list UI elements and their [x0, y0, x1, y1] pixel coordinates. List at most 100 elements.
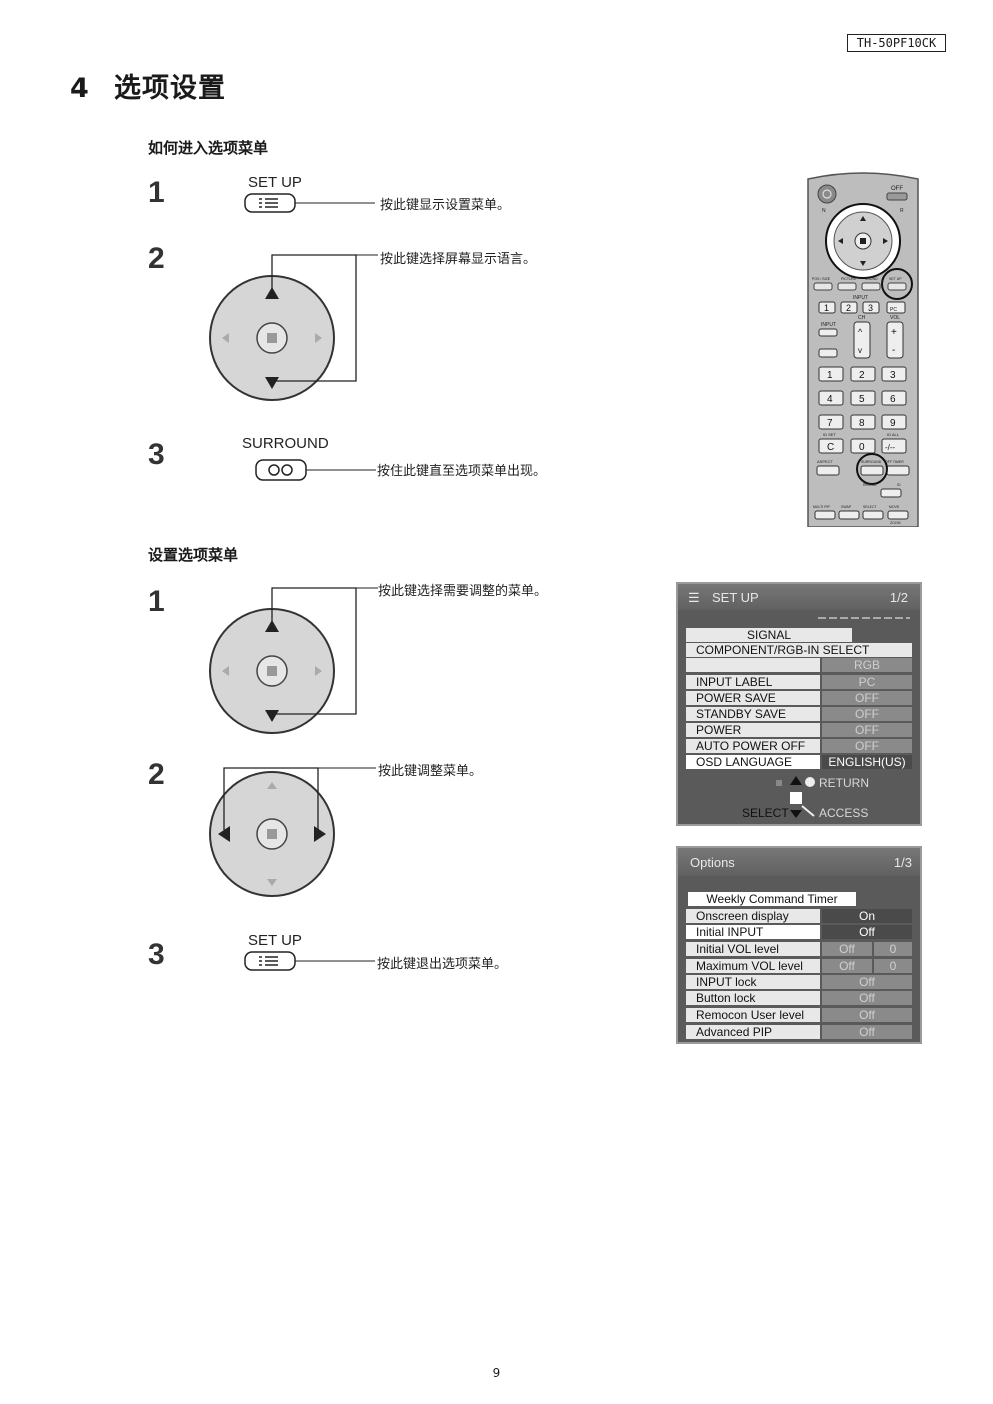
svg-text:1: 1	[827, 370, 833, 381]
setup-row-input-label[interactable]: INPUT LABEL PC	[686, 675, 912, 689]
svg-text:9: 9	[890, 418, 896, 429]
remote-input-top-label: INPUT	[853, 295, 868, 301]
dpad-left-right-icon	[209, 767, 376, 897]
section2-step2-desc: 按此键调整菜单。	[378, 764, 483, 779]
svg-text:5: 5	[859, 394, 865, 405]
model-number-box: TH-50PF10CK	[847, 34, 946, 52]
options-row-input-lock[interactable]: INPUT lock Off	[686, 975, 912, 989]
options-tab-weekly-timer[interactable]: Weekly Command Timer	[688, 892, 856, 906]
section1-step2-number: 2	[148, 242, 165, 275]
options-menu-screen: Options 1/3 Weekly Command Timer Onscree…	[676, 846, 922, 1044]
options-row-advanced-pip[interactable]: Advanced PIP Off	[686, 1025, 912, 1039]
setup-button-label: SET UP	[248, 174, 302, 191]
setup-component-value-row[interactable]: RGB	[686, 658, 912, 672]
options-menu-title: Options	[690, 855, 735, 870]
setup-row-osd-language[interactable]: OSD LANGUAGE ENGLISH(US)	[686, 755, 912, 769]
svg-text:PC: PC	[890, 307, 897, 313]
options-row-maximum-vol[interactable]: Maximum VOL level Off 0	[686, 959, 912, 973]
svg-text:MOVE: MOVE	[889, 505, 900, 509]
setup-nav-hint: RETURN SELECT ACCESS	[742, 776, 869, 820]
surround-button-label: SURROUND	[242, 435, 329, 452]
svg-text:-/--: -/--	[885, 443, 896, 452]
setup-row-standby-save[interactable]: STANDBY SAVE OFF	[686, 707, 912, 721]
options-row-remocon-user-level[interactable]: Remocon User level Off	[686, 1008, 912, 1022]
menu-list-icon: ☰	[688, 590, 700, 605]
remote-off-label: OFF	[891, 186, 903, 192]
svg-text:ASPECT: ASPECT	[817, 459, 834, 464]
svg-text:ID ALL: ID ALL	[887, 432, 900, 437]
page-number: 9	[492, 1366, 501, 1380]
svg-text:RECALL: RECALL	[863, 483, 877, 487]
setup-button-label-2: SET UP	[248, 932, 302, 949]
return-label: RETURN	[819, 776, 869, 790]
svg-text:8: 8	[859, 418, 865, 429]
svg-text:ID SET: ID SET	[823, 432, 836, 437]
svg-text:ID: ID	[897, 483, 901, 487]
setup-button-icon	[244, 193, 375, 213]
svg-text:0: 0	[859, 442, 865, 453]
chapter-title: 选项设置	[114, 73, 226, 104]
svg-text:4: 4	[827, 394, 833, 405]
chapter-heading: 4 选项设置	[70, 66, 226, 105]
section1-step3-desc: 按住此键直至选项菜单出现。	[377, 464, 547, 479]
remote-setup-label: SET UP	[889, 277, 902, 281]
section1-step1-number: 1	[148, 176, 165, 209]
remote-ch-label: CH	[858, 315, 866, 321]
svg-text:2: 2	[859, 370, 865, 381]
setup-row-power-management[interactable]: POWER MANAGEMENT OFF	[686, 723, 912, 751]
section2-step2-number: 2	[148, 758, 165, 791]
svg-text:SURROUND: SURROUND	[861, 460, 882, 464]
section2-step3-number: 3	[148, 938, 165, 971]
options-row-initial-vol[interactable]: Initial VOL level Off 0	[686, 942, 912, 956]
remote-pos-size-label: POS / SIZE	[812, 277, 831, 281]
section2-step1-desc: 按此键选择需要调整的菜单。	[378, 584, 548, 599]
return-icon	[805, 777, 815, 787]
svg-text:3: 3	[868, 303, 873, 313]
svg-text:1: 1	[824, 303, 829, 313]
section1-step2-desc: 按此键选择屏幕显示语言。	[380, 252, 537, 267]
options-menu-header: Options 1/3	[678, 848, 920, 876]
section1-step3-number: 3	[148, 438, 165, 471]
chapter-number: 4	[70, 73, 90, 104]
remote-surround-highlight	[856, 453, 888, 485]
svg-text:7: 7	[827, 418, 833, 429]
section-title-setup-options: 设置选项菜单	[148, 546, 239, 564]
section2-step3-desc: 按此键退出选项菜单。	[377, 957, 508, 972]
svg-text:v: v	[858, 346, 862, 355]
svg-text:C: C	[827, 442, 834, 453]
setup-menu-title: SET UP	[712, 590, 759, 605]
remote-control: OFF N R POS / SIZE PICTURE SOUND SET UP …	[807, 172, 919, 527]
remote-input-label: INPUT	[821, 322, 836, 328]
svg-text:2: 2	[846, 303, 851, 313]
setup-row-auto-power-off[interactable]: AUTO POWER OFF OFF	[686, 739, 912, 753]
surround-button-icon	[255, 459, 376, 481]
remote-r-label: R	[900, 208, 904, 214]
setup-row-power-save[interactable]: POWER SAVE OFF	[686, 691, 912, 705]
svg-text:SWAP: SWAP	[841, 505, 852, 509]
select-label: SELECT	[742, 806, 789, 820]
setup-menu-screen: ☰ SET UP 1/2 SIGNAL COMPONENT/RGB-IN SEL…	[676, 582, 922, 826]
access-label: ACCESS	[819, 806, 868, 820]
remote-vol-label: VOL	[890, 315, 900, 321]
svg-text:^: ^	[858, 327, 863, 337]
remote-setup-highlight	[881, 268, 913, 300]
dpad-up-down-icon	[209, 254, 378, 401]
page-indicator	[818, 617, 910, 619]
svg-text:-: -	[892, 345, 895, 356]
section-title-enter-options: 如何进入选项菜单	[148, 139, 269, 157]
section1-step1-desc: 按此键显示设置菜单。	[380, 198, 511, 213]
svg-text:OFF TIMER: OFF TIMER	[885, 460, 904, 464]
svg-text:6: 6	[890, 394, 896, 405]
setup-signal-tab[interactable]: SIGNAL	[686, 628, 852, 642]
options-row-button-lock[interactable]: Button lock Off	[686, 991, 912, 1005]
options-menu-page: 1/3	[893, 855, 912, 870]
options-row-onscreen-display[interactable]: Onscreen display On	[686, 909, 912, 923]
svg-text:MULTI PIP: MULTI PIP	[813, 505, 831, 509]
dpad-up-down-icon-2	[209, 587, 378, 734]
setup-component-select[interactable]: COMPONENT/RGB-IN SELECT	[686, 643, 912, 657]
setup-menu-header: ☰ SET UP 1/2	[678, 584, 920, 610]
remote-sound-label: SOUND	[865, 277, 878, 281]
setup-menu-page: 1/2	[889, 590, 908, 605]
options-row-initial-input[interactable]: Initial INPUT Off	[686, 925, 912, 939]
remote-n-label: N	[822, 208, 826, 214]
